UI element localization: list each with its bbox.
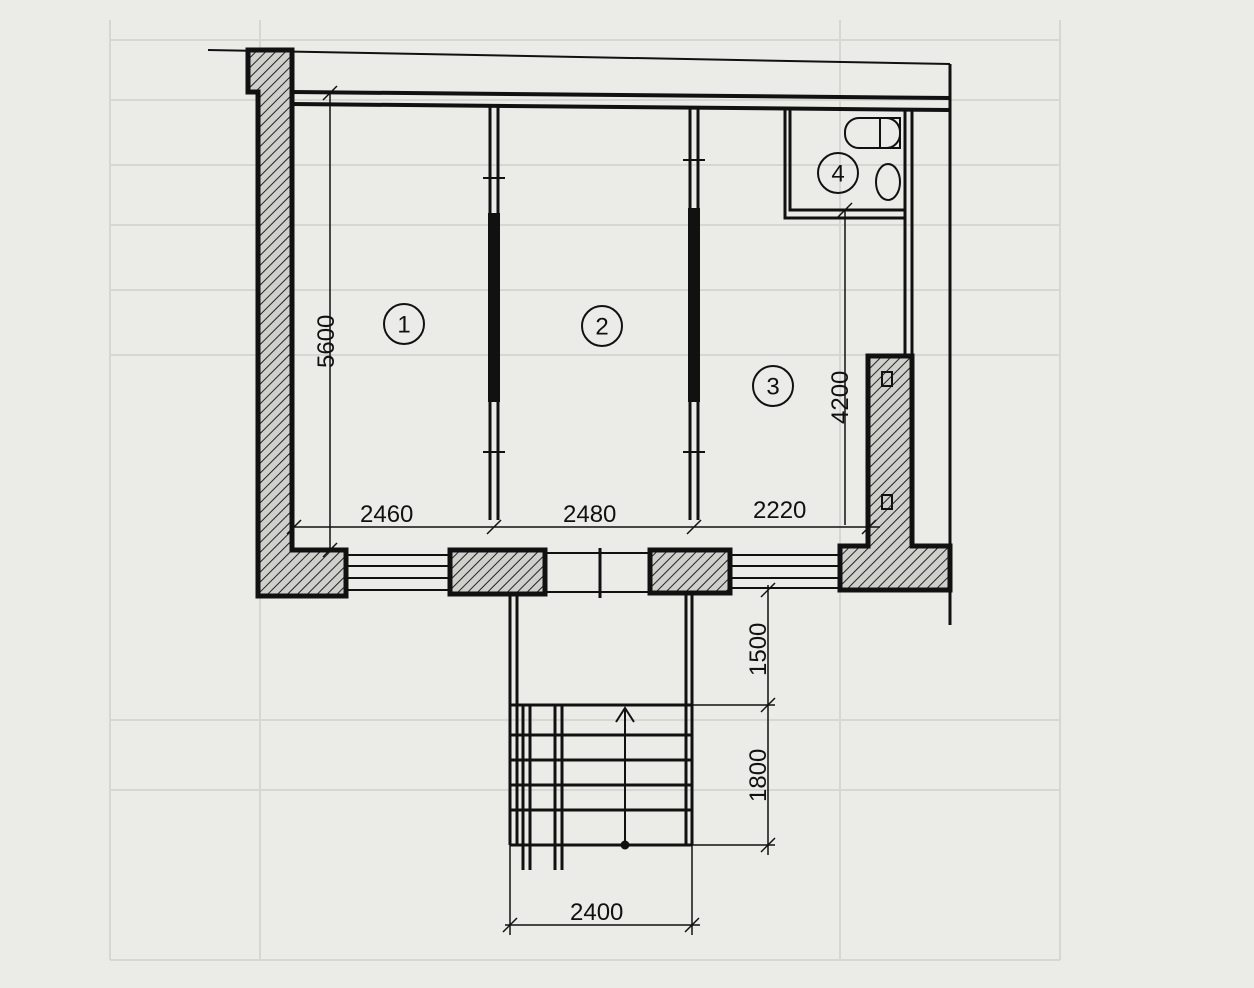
dim-stair-width: 2400 xyxy=(570,899,623,926)
dim-width-room2: 2480 xyxy=(563,501,616,528)
dim-room3-depth: 4200 xyxy=(827,371,854,424)
room-number-1: 1 xyxy=(397,312,410,339)
room-number-3: 3 xyxy=(766,374,779,401)
entrance-stairs xyxy=(508,594,694,870)
dim-room1-depth: 5600 xyxy=(313,315,340,368)
bathroom-walls xyxy=(783,108,905,220)
dim-porch-depth: 1500 xyxy=(745,623,772,676)
dim-width-room3: 2220 xyxy=(753,497,806,524)
dim-width-room1: 2460 xyxy=(360,501,413,528)
left-bearing-wall xyxy=(245,47,349,599)
toilet-icon xyxy=(875,163,901,201)
pier xyxy=(447,547,548,597)
right-bearing-wall xyxy=(837,353,953,593)
room-number-2: 2 xyxy=(595,314,608,341)
pier xyxy=(647,547,733,596)
dimension-lines xyxy=(286,85,880,935)
walls xyxy=(207,47,953,625)
dim-stair-length: 1800 xyxy=(745,749,772,802)
room-number-4: 4 xyxy=(831,161,844,188)
room-markers xyxy=(383,152,859,407)
